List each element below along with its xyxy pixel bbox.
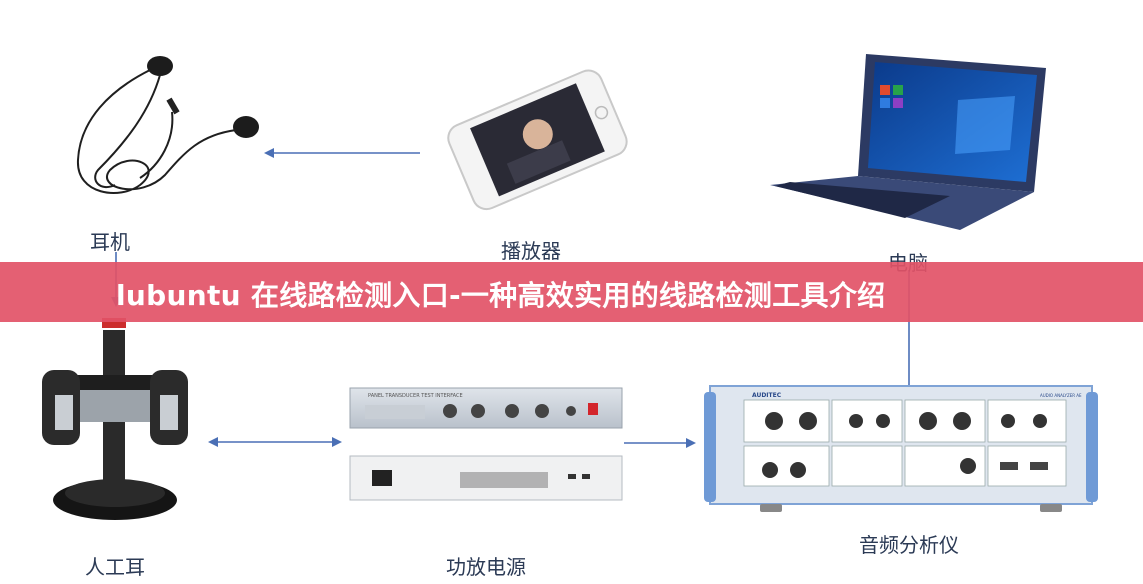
node-label-player: 播放器 xyxy=(501,239,561,263)
panel-title-text: PANEL TRANSDUCER TEST INTERFACE xyxy=(368,393,463,399)
power-amp-image: PANEL TRANSDUCER TEST INTERFACE xyxy=(349,387,623,501)
title-banner: lubuntu 在线路检测入口-一种高效实用的线路检测工具介绍 xyxy=(0,262,1143,322)
banner-title: lubuntu 在线路检测入口-一种高效实用的线路检测工具介绍 xyxy=(116,279,886,312)
earphone-image xyxy=(76,56,259,194)
audio-analyzer-image: AUDITEC AUDIO ANALYZER AE xyxy=(704,385,1098,512)
node-label-power-amp: 功放电源 xyxy=(446,555,526,579)
artificial-ear-image xyxy=(42,318,188,520)
node-label-audio-analyzer: 音频分析仪 xyxy=(859,533,959,557)
computer-image xyxy=(770,54,1046,230)
analyzer-model: AUDIO ANALYZER AE xyxy=(1040,393,1082,398)
player-image xyxy=(447,69,628,211)
node-label-earphone: 耳机 xyxy=(90,230,130,254)
analyzer-brand: AUDITEC xyxy=(752,392,782,399)
node-label-artificial-ear: 人工耳 xyxy=(85,555,145,579)
